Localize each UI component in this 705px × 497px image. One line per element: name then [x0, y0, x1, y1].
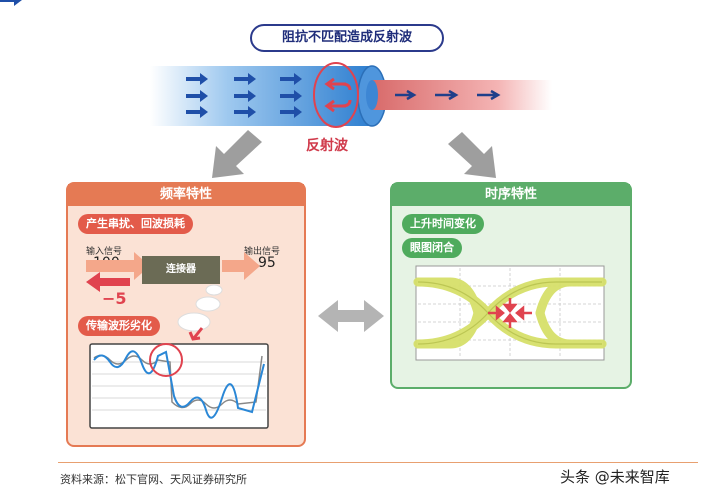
footer-divider — [58, 462, 698, 463]
source-note: 资料来源：松下官网、天风证券研究所 — [60, 473, 247, 486]
input-arrow-icon — [86, 252, 150, 280]
pointer-arrow-icon — [188, 327, 204, 341]
reflected-wave-label: 反射波 — [306, 138, 348, 154]
output-signal-value: 95 — [258, 255, 276, 271]
wide-cable — [150, 66, 370, 126]
eye-closure-arrows-icon — [488, 298, 532, 328]
frequency-panel-heading: 频率特性 — [68, 184, 304, 206]
reflection-value: −5 — [102, 289, 127, 308]
eye-diagram — [413, 265, 607, 361]
brand-watermark: 头条 @未来智库 — [560, 468, 670, 486]
diagram-title: 阻抗不匹配造成反射波 — [250, 24, 444, 52]
input-signal-label: 输入信号 — [86, 247, 123, 257]
down-left-arrow-icon — [212, 130, 262, 178]
forward-arrows — [0, 0, 22, 6]
distortion-circle — [149, 343, 183, 377]
output-signal-label: 输出信号 — [244, 247, 281, 257]
crosstalk-tag: 产生串扰、回波损耗 — [78, 214, 193, 234]
frequency-graphics — [86, 252, 269, 429]
double-arrow-icon — [318, 300, 384, 332]
reflection-back-arrow-icon — [86, 272, 130, 292]
reflection-circle — [313, 62, 359, 128]
connector-box: 连接器 — [142, 256, 220, 284]
down-right-arrow-icon — [448, 132, 496, 178]
waveform-tag: 传输波形劣化 — [78, 316, 160, 336]
timing-panel-heading: 时序特性 — [392, 184, 630, 206]
eye-closure-tag: 眼图闭合 — [402, 238, 462, 258]
output-arrow-icon — [222, 252, 260, 280]
distorted-waveform — [93, 350, 265, 419]
rise-time-tag: 上升时间变化 — [402, 214, 484, 234]
